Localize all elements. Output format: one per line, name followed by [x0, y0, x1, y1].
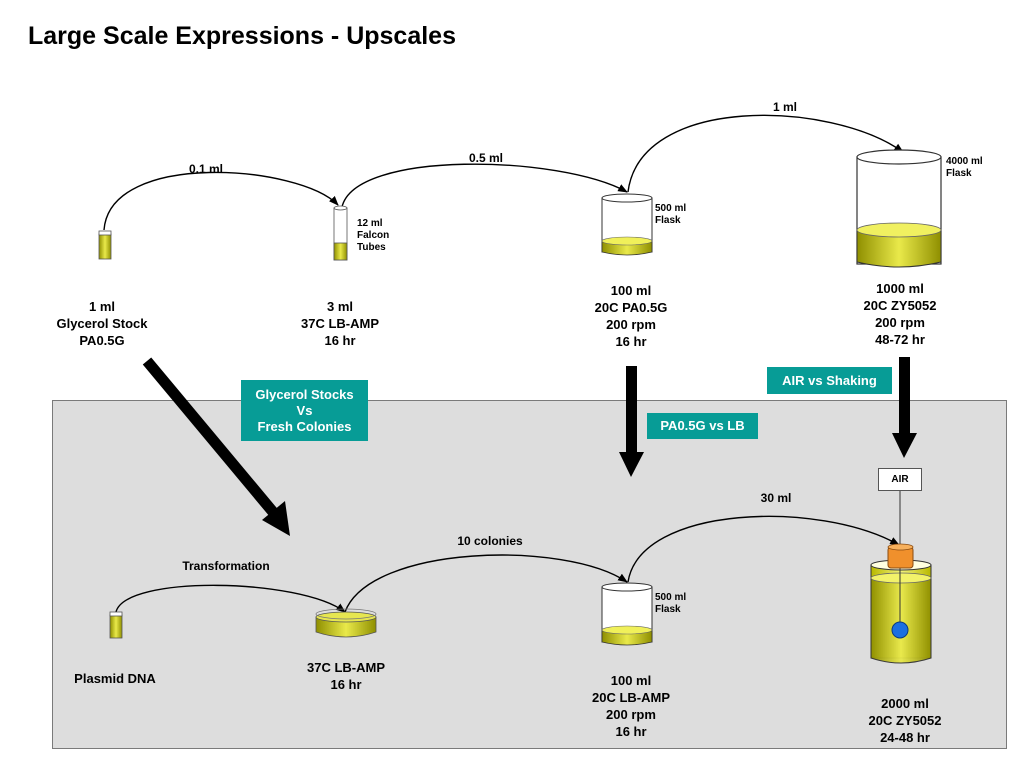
- transfer-label-transformation: Transformation: [182, 559, 270, 573]
- step-1000ml-culture: 1000 ml 20C ZY5052 200 rpm 48-72 hr: [863, 281, 937, 347]
- flask-500-top-label: 500 ml Flask: [655, 203, 687, 226]
- step-plasmid-dna: Plasmid DNA: [74, 671, 156, 686]
- arc-30ml: [627, 515, 900, 583]
- step-100ml-lb-culture: 100 ml 20C LB-AMP 200 rpm 16 hr: [591, 673, 671, 739]
- step-starter-culture: 3 ml 37C LB-AMP 16 hr: [300, 299, 380, 348]
- comparison-media: PA0.5G vs LB: [647, 413, 758, 439]
- step-glycerol-stock: 1 ml Glycerol Stock PA0.5G: [56, 299, 148, 348]
- air-stone: [891, 621, 909, 639]
- transfer-label-colonies: 10 colonies: [457, 534, 523, 548]
- step-plate: 37C LB-AMP 16 hr: [306, 660, 386, 692]
- big-arrow-middle: [619, 366, 644, 477]
- big-arrow-diagonal: [142, 357, 290, 536]
- big-arrow-right: [892, 357, 917, 458]
- lower-panel: [52, 400, 1007, 749]
- air-supply-box: AIR: [878, 468, 922, 491]
- petri-dish: [315, 608, 377, 638]
- glycerol-vial: [98, 230, 112, 260]
- transfer-label-30ml: 30 ml: [760, 491, 792, 505]
- arc-1ml: [627, 114, 904, 193]
- flask-500-bottom-label: 500 ml Flask: [655, 592, 687, 615]
- arc-10-colonies: [344, 554, 628, 613]
- plasmid-vial: [109, 611, 123, 639]
- page-title: Large Scale Expressions - Upscales: [28, 22, 456, 50]
- step-2000ml-culture: 2000 ml 20C ZY5052 24-48 hr: [868, 696, 942, 745]
- aerated-vessel: [870, 491, 932, 664]
- flask-500-bottom: [601, 582, 653, 646]
- arc-0.1ml: [103, 171, 339, 231]
- flask-500-top: [601, 193, 653, 256]
- flask-4000-label: 4000 ml Flask: [946, 156, 983, 179]
- arc-0.5ml: [341, 163, 628, 208]
- comparison-aeration: AIR vs Shaking: [767, 367, 892, 394]
- transfer-label-2: 0.5 ml: [468, 151, 504, 165]
- step-100ml-culture: 100 ml 20C PA0.5G 200 rpm 16 hr: [594, 283, 668, 349]
- arc-transformation: [115, 584, 346, 613]
- transfer-label-1: 0.1 ml: [188, 162, 224, 176]
- comparison-glycerol-vs-colonies: Glycerol Stocks Vs Fresh Colonies: [241, 380, 368, 441]
- falcon-tube: [333, 205, 348, 261]
- falcon-tube-label: 12 ml Falcon Tubes: [357, 218, 390, 253]
- transfer-label-3: 1 ml: [772, 100, 798, 114]
- flask-4000: [856, 149, 942, 268]
